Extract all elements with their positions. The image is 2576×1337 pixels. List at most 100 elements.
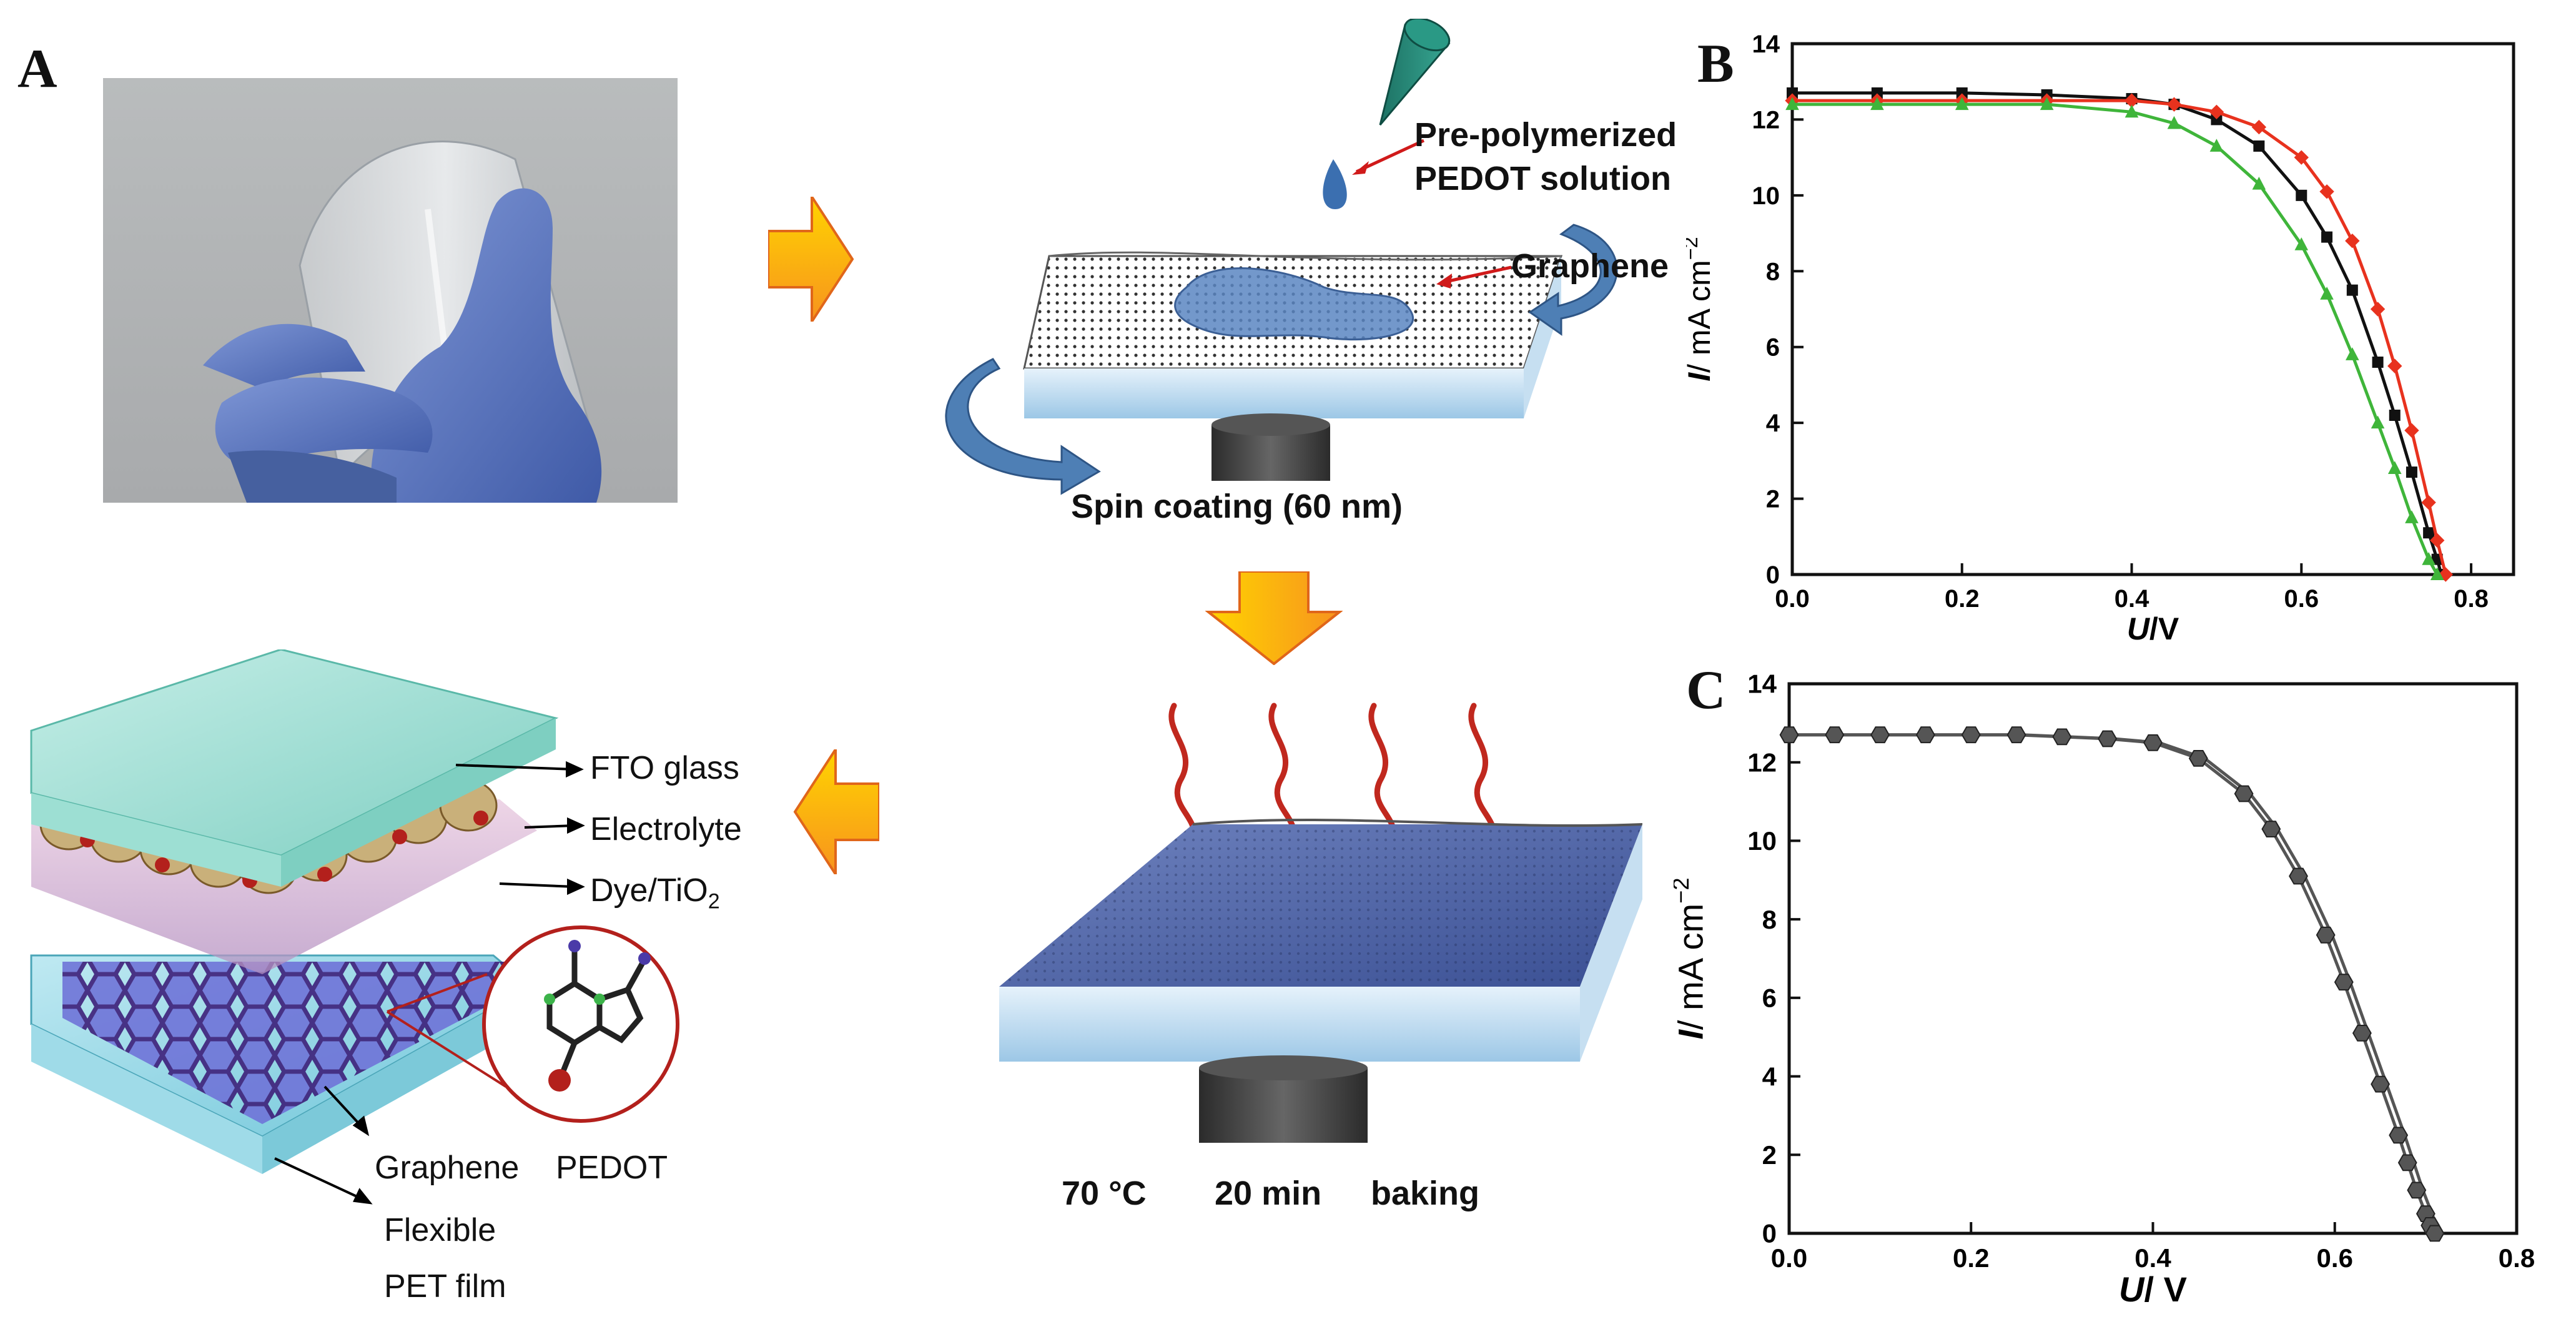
data-point bbox=[2209, 139, 2224, 152]
y-tick-label: 4 bbox=[1766, 410, 1780, 437]
data-point bbox=[2319, 184, 2334, 199]
data-point bbox=[1915, 726, 1935, 744]
data-point bbox=[2166, 97, 2182, 112]
data-point bbox=[2397, 1154, 2417, 1172]
data-point bbox=[1787, 87, 1798, 99]
data-point bbox=[2211, 114, 2223, 126]
y-tick-label: 0 bbox=[1762, 1219, 1777, 1248]
data-point bbox=[2124, 93, 2139, 108]
data-point bbox=[1870, 726, 1890, 744]
x-tick-label: 0.4 bbox=[2115, 585, 2149, 613]
data-point bbox=[2040, 97, 2054, 111]
data-point bbox=[1825, 726, 1845, 744]
data-point bbox=[2289, 867, 2308, 885]
data-point bbox=[2261, 821, 2281, 837]
y-tick-label: 8 bbox=[1766, 258, 1780, 285]
data-point bbox=[2294, 237, 2309, 250]
data-point bbox=[2334, 974, 2354, 991]
data-point bbox=[2098, 730, 2118, 747]
label-electrolyte: Electrolyte bbox=[590, 811, 742, 847]
data-point bbox=[2430, 567, 2444, 580]
data-point bbox=[1955, 97, 1969, 111]
data-point bbox=[1871, 87, 1883, 99]
data-point bbox=[2389, 410, 2401, 421]
x-tick-label: 0.2 bbox=[1953, 1243, 1989, 1273]
data-point bbox=[2252, 176, 2266, 190]
data-point bbox=[2124, 104, 2139, 118]
label-flexible: Flexible bbox=[384, 1212, 496, 1248]
label-pet-film: PET film bbox=[384, 1268, 506, 1305]
series-line-red bbox=[1792, 99, 2447, 575]
data-point bbox=[2251, 119, 2267, 135]
y-tick-label: 2 bbox=[1766, 486, 1780, 513]
solution-label-line2: PEDOT solution bbox=[1414, 160, 1671, 197]
y-tick-label: 14 bbox=[1747, 669, 1777, 699]
panel-label-b: B bbox=[1697, 34, 1734, 94]
y-tick-label: 6 bbox=[1762, 984, 1777, 1013]
label-dye-tio2: Dye/TiO2 bbox=[590, 872, 720, 914]
arrow-right bbox=[768, 197, 854, 322]
y-tick-label: 2 bbox=[1762, 1140, 1777, 1170]
panel-label-a: A bbox=[17, 39, 57, 99]
data-point bbox=[2370, 302, 2386, 317]
data-point bbox=[2387, 461, 2402, 474]
data-point bbox=[2406, 466, 2417, 478]
data-point bbox=[2352, 1025, 2372, 1042]
data-point bbox=[2389, 1127, 2409, 1144]
series-line-green bbox=[1792, 102, 2439, 576]
x-axis-label: U/V bbox=[2127, 611, 2179, 646]
x-tick-label: 0.6 bbox=[2284, 585, 2319, 613]
data-point bbox=[2209, 104, 2224, 119]
label-graphene: Graphene bbox=[375, 1150, 520, 1186]
data-point bbox=[2052, 728, 2072, 746]
x-tick-label: 0.0 bbox=[1775, 585, 1810, 613]
device-schematic bbox=[30, 649, 679, 1205]
data-point bbox=[2425, 1225, 2445, 1242]
data-point bbox=[2423, 527, 2435, 539]
data-point bbox=[2346, 284, 2358, 296]
data-point bbox=[2404, 423, 2419, 438]
graphene-label: Graphene bbox=[1511, 247, 1669, 285]
data-point bbox=[2234, 785, 2254, 802]
data-point bbox=[2407, 1182, 2427, 1199]
data-point bbox=[1779, 726, 1799, 744]
data-point bbox=[2320, 287, 2334, 300]
label-pedot: PEDOT bbox=[556, 1150, 668, 1186]
data-point bbox=[2421, 495, 2436, 510]
data-point bbox=[2387, 358, 2402, 373]
data-point bbox=[1870, 97, 1884, 111]
y-tick-label: 12 bbox=[1752, 106, 1780, 134]
panel-label-c: C bbox=[1686, 660, 1726, 721]
data-point bbox=[2143, 734, 2163, 751]
y-tick-label: 0 bbox=[1766, 561, 1780, 589]
data-point bbox=[2405, 510, 2419, 523]
baking-illustration bbox=[999, 703, 1643, 1143]
data-point bbox=[2006, 726, 2026, 744]
plot-frame bbox=[1787, 682, 2519, 1235]
x-tick-label: 0.2 bbox=[1945, 585, 1980, 613]
x-tick-label: 0.6 bbox=[2317, 1243, 2353, 1273]
y-tick-label: 14 bbox=[1752, 31, 1780, 58]
data-point bbox=[2253, 140, 2265, 152]
x-tick-label: 0.0 bbox=[1771, 1243, 1807, 1273]
data-point bbox=[1956, 87, 1968, 99]
photo-flexible-film bbox=[103, 78, 678, 503]
x-tick-label: 0.8 bbox=[2454, 585, 2489, 613]
arrow-down bbox=[1205, 571, 1343, 665]
data-point bbox=[2345, 234, 2360, 249]
arrow-left bbox=[793, 749, 879, 874]
y-axis-label: I/ mA cm−2 bbox=[1686, 237, 1717, 382]
x-tick-label: 0.4 bbox=[2134, 1243, 2171, 1273]
data-point bbox=[2430, 533, 2445, 548]
data-point bbox=[2316, 926, 2336, 944]
plot-frame bbox=[1790, 42, 2515, 576]
label-fto-glass: FTO glass bbox=[590, 750, 739, 786]
data-point bbox=[2372, 357, 2384, 368]
spin-coating-caption: Spin coating (60 nm) bbox=[1071, 488, 1403, 525]
data-point bbox=[2167, 116, 2181, 129]
bake-temperature: 70 °C bbox=[1062, 1175, 1147, 1212]
data-point bbox=[2296, 189, 2307, 201]
data-point bbox=[2346, 347, 2359, 360]
y-tick-label: 12 bbox=[1747, 747, 1777, 777]
